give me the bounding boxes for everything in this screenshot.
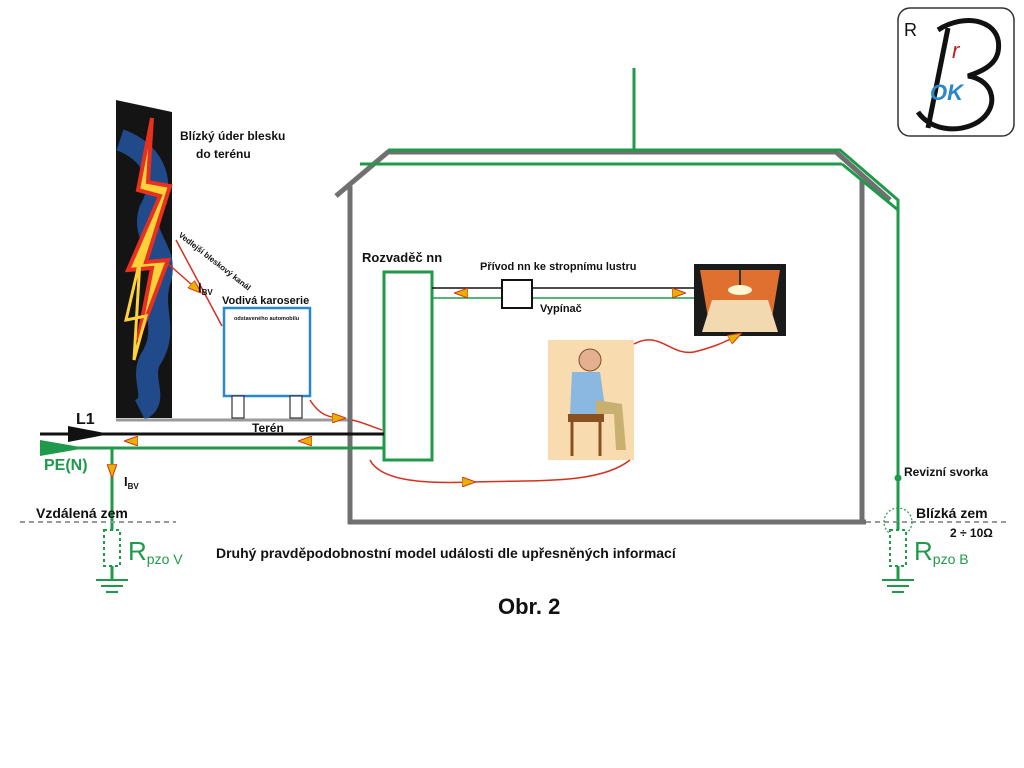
l1-label: L1 — [76, 411, 95, 428]
logo-letter-r: R — [904, 20, 917, 40]
lightning-title-line2: do terénu — [196, 147, 251, 161]
lightning-rod — [360, 68, 900, 522]
near-earth-label: Blízká zem — [916, 505, 988, 521]
current-path-floor — [369, 459, 631, 484]
lightning-title-line1: Blízký úder blesku — [180, 129, 285, 143]
person-image — [548, 340, 634, 460]
current-label-bottom: IBV — [124, 474, 139, 491]
diagram-caption: Druhý pravděpodobnostní model události d… — [216, 545, 677, 561]
current-path-to-car — [165, 261, 200, 292]
switchboard-label: Rozvaděč nn — [362, 250, 442, 265]
near-earth-ground-symbol — [882, 579, 914, 593]
remote-earth-resistance-label: Rpzo V — [128, 536, 183, 567]
side-channel-line — [175, 239, 223, 327]
near-earth-resistance-label: Rpzo B — [914, 536, 969, 567]
revision-clamp-label: Revizní svorka — [904, 465, 988, 479]
remote-earth-ground-symbol — [96, 579, 128, 593]
resistance-range-label: 2 ÷ 10Ω — [950, 526, 993, 540]
car-subtitle: odstaveného automobilu — [234, 316, 299, 322]
logo-letter-small-r: r — [952, 38, 961, 63]
logo-letters-ok: OK — [930, 80, 965, 105]
switchboard — [382, 270, 434, 462]
current-path-into-board — [351, 419, 383, 431]
logo: R r OK — [897, 7, 1015, 137]
supply-label: Přívod nn ke stropnímu lustru — [480, 261, 636, 273]
incoming-lines — [40, 426, 384, 456]
house — [334, 149, 892, 525]
current-path-person-chandelier — [633, 334, 740, 354]
car-title: Vodivá karoserie — [222, 295, 309, 307]
figure-number: Obr. 2 — [498, 594, 560, 619]
near-earth-resistor — [889, 529, 907, 567]
chandelier-image — [694, 264, 786, 336]
remote-earth-resistor — [103, 529, 121, 567]
lightning-image — [115, 100, 173, 420]
pe-label: PE(N) — [44, 457, 88, 474]
switch — [501, 279, 533, 309]
current-path-car-house — [309, 399, 344, 418]
remote-earth-label: Vzdálená zem — [36, 505, 128, 521]
terrain-label: Terén — [252, 421, 284, 435]
current-label-top: IBV — [198, 280, 213, 297]
switch-label: Vypínač — [540, 303, 582, 315]
revision-clamp-point — [894, 474, 902, 482]
car-body — [222, 306, 312, 419]
